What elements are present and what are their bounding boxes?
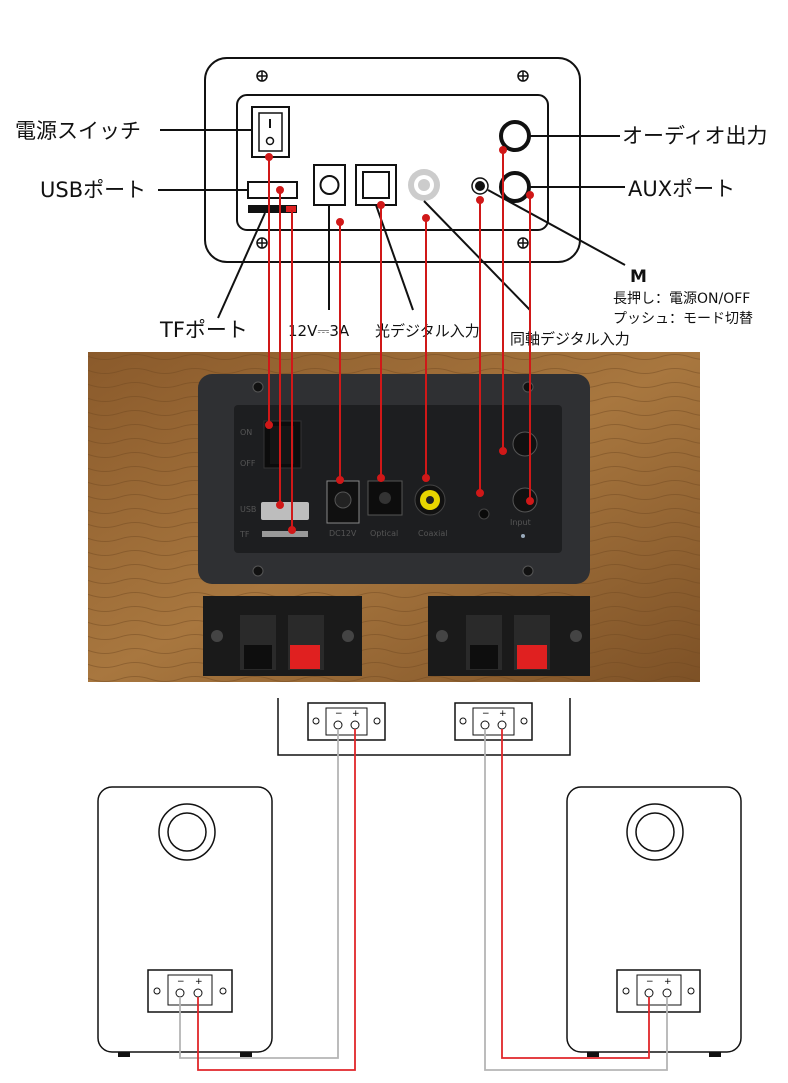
label-tf-port: TFポート xyxy=(159,318,248,342)
print-coaxial: Coaxial xyxy=(418,529,447,538)
print-on: ON xyxy=(240,428,252,437)
plus-mark: + xyxy=(499,709,507,719)
amp-terminal-right: − + xyxy=(454,702,533,741)
print-usb: USB xyxy=(240,505,256,514)
print-tf: TF xyxy=(239,530,250,539)
print-dc: DC12V xyxy=(329,529,357,538)
amp-outline xyxy=(277,698,571,756)
tf-slot-icon xyxy=(248,205,297,213)
print-optical: Optical xyxy=(370,529,398,538)
label-dc-input: 12V⎓3A xyxy=(288,322,350,340)
red-pointer-lines xyxy=(265,146,534,534)
minus-mark: − xyxy=(646,977,654,987)
label-coaxial-input: 同軸デジタル入力 xyxy=(510,330,630,348)
speaker-wires xyxy=(179,729,668,1071)
label-optical-input: 光デジタル入力 xyxy=(375,322,480,340)
speaker-terminal-right xyxy=(428,596,590,676)
product-rear-photo: ON OFF USB TF DC12V Optical Coaxial Inpu… xyxy=(88,352,700,682)
amp-terminal-left: − + xyxy=(307,702,386,741)
m-button-icon xyxy=(471,177,489,195)
rear-panel-schematic: 電源スイッチ USBポート TFポート 12V⎓3A 光デジタル入力 同軸デジタ… xyxy=(15,57,768,348)
speaker-terminal-left xyxy=(203,596,362,676)
plus-mark: + xyxy=(664,977,672,987)
label-usb-port: USBポート xyxy=(40,178,146,202)
plus-mark: + xyxy=(352,709,360,719)
print-off: OFF xyxy=(240,459,256,468)
leader-lines xyxy=(158,129,626,319)
speaker-right: − + xyxy=(566,786,742,1057)
plus-mark: + xyxy=(195,977,203,987)
label-m-long-press: 長押し：電源ON/OFF xyxy=(613,291,750,307)
label-power-switch: 電源スイッチ xyxy=(15,119,141,143)
minus-mark: − xyxy=(482,709,490,719)
label-audio-output: オーディオ出力 xyxy=(622,124,768,148)
screw-icon xyxy=(256,70,529,249)
label-aux-port: AUXポート xyxy=(628,177,735,201)
speaker-left: − + xyxy=(97,786,273,1057)
minus-mark: − xyxy=(177,977,185,987)
coaxial-port-icon xyxy=(408,169,440,201)
print-input: Input xyxy=(510,518,531,527)
minus-mark: − xyxy=(335,709,343,719)
label-m-push: プッシュ：モード切替 xyxy=(613,311,753,327)
label-m-button: M xyxy=(630,267,647,287)
